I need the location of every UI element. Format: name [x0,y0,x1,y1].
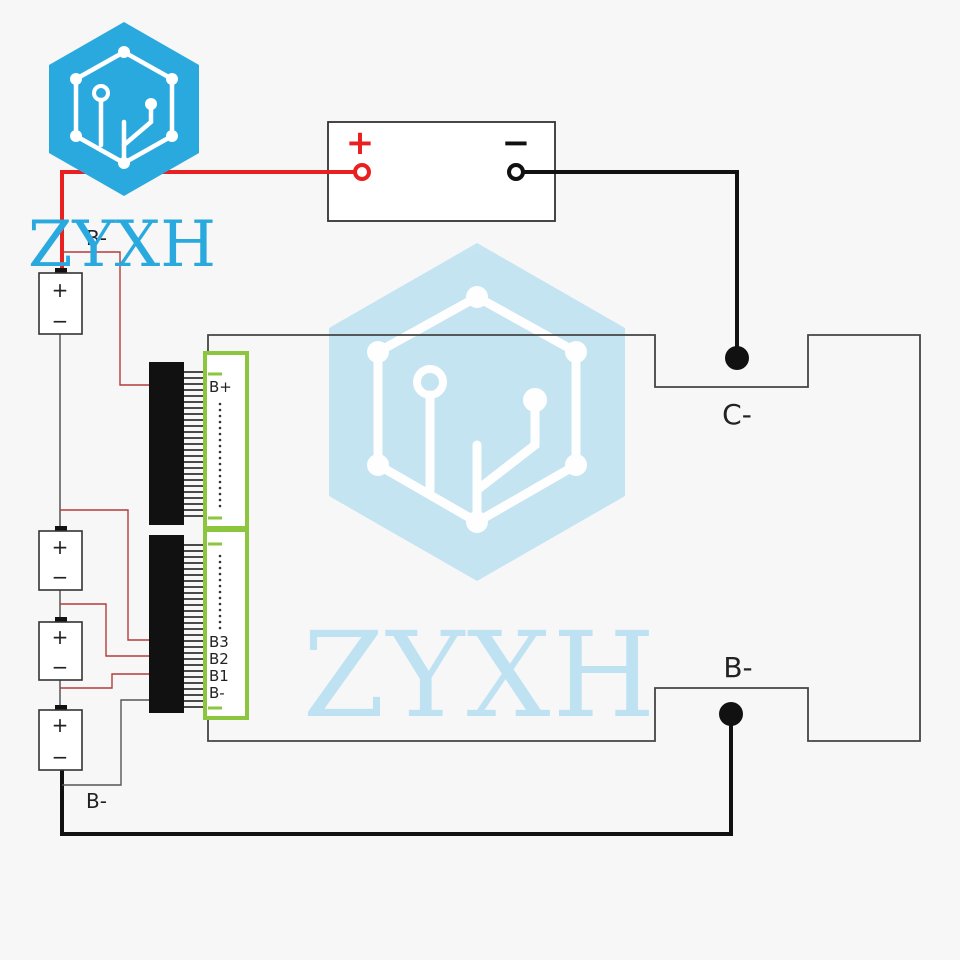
socket-contact [218,590,222,594]
battery-cell-2: + − [38,526,83,591]
socket-contact [218,450,222,454]
socket-contact [218,438,222,442]
cell-1-positive: + [52,278,69,302]
charger-positive-symbol: + [346,123,375,163]
socket-contact [218,408,222,412]
connector-socket-top [203,351,249,530]
socket-contact [218,504,222,508]
socket-contact [218,426,222,430]
battery-bottom-label: B- [86,789,107,813]
socket-contact [218,498,222,502]
socket-contact [218,456,222,460]
bms-board-outline [207,334,921,742]
connector-socket-bottom [203,528,249,720]
c-minus-label: C- [722,398,752,431]
connector-b-minus-label: B- [209,684,225,702]
charger-negative-terminal [507,163,525,181]
bottom-sense-wire [62,699,150,786]
connector-b2-label: B2 [209,650,229,668]
cell-2-positive: + [52,535,69,559]
socket-contact [218,602,222,606]
connector-b1-label: B1 [209,667,229,685]
c-minus-terminal [725,346,749,370]
socket-contact [218,566,222,570]
socket-contact [218,414,222,418]
battery-cell-4: + − [38,705,83,771]
socket-contact [218,614,222,618]
brand-logo-icon [49,22,199,196]
socket-contact [218,492,222,496]
socket-contact [218,554,222,558]
connector-b3-label: B3 [209,633,229,651]
cell-1-negative: − [52,309,69,333]
socket-contact [218,620,222,624]
watermark-hexagon-icon [329,243,625,581]
battery-cell-3: + − [38,617,83,681]
b-minus-terminal [719,702,743,726]
socket-contact [218,480,222,484]
charger-positive-terminal [353,163,371,181]
cell-3-positive: + [52,625,69,649]
charger-negative-wire [516,170,739,358]
cell-3-negative: − [52,655,69,679]
battery-top-label: B- [86,226,107,250]
cell-4-positive: + [52,713,69,737]
socket-contact [218,486,222,490]
socket-contact [218,578,222,582]
battery-cell-1: + − [38,268,83,335]
socket-contact [218,596,222,600]
brand-logo-text: ZYXH [28,208,216,282]
balance-sense-wires [60,251,150,689]
socket-contact [218,474,222,478]
socket-contact [218,444,222,448]
charger-positive-wire [60,170,362,272]
charger-negative-symbol: − [502,123,531,163]
socket-contact [218,572,222,576]
b-minus-label: B- [723,651,752,684]
socket-contact [218,432,222,436]
cell-2-negative: − [52,565,69,589]
socket-contact [218,402,222,406]
socket-contact [218,468,222,472]
socket-contact [218,462,222,466]
watermark-text: ZYXH [303,606,658,744]
connector-plug-bottom [149,535,204,713]
cell-4-negative: − [52,745,69,769]
socket-contact [218,420,222,424]
socket-contact [218,608,222,612]
socket-contact [218,626,222,630]
socket-contact [218,560,222,564]
connector-plug-top [149,362,204,525]
connector-b-plus-label: B+ [209,378,232,396]
battery-negative-wire [60,714,733,836]
socket-contact [218,584,222,588]
